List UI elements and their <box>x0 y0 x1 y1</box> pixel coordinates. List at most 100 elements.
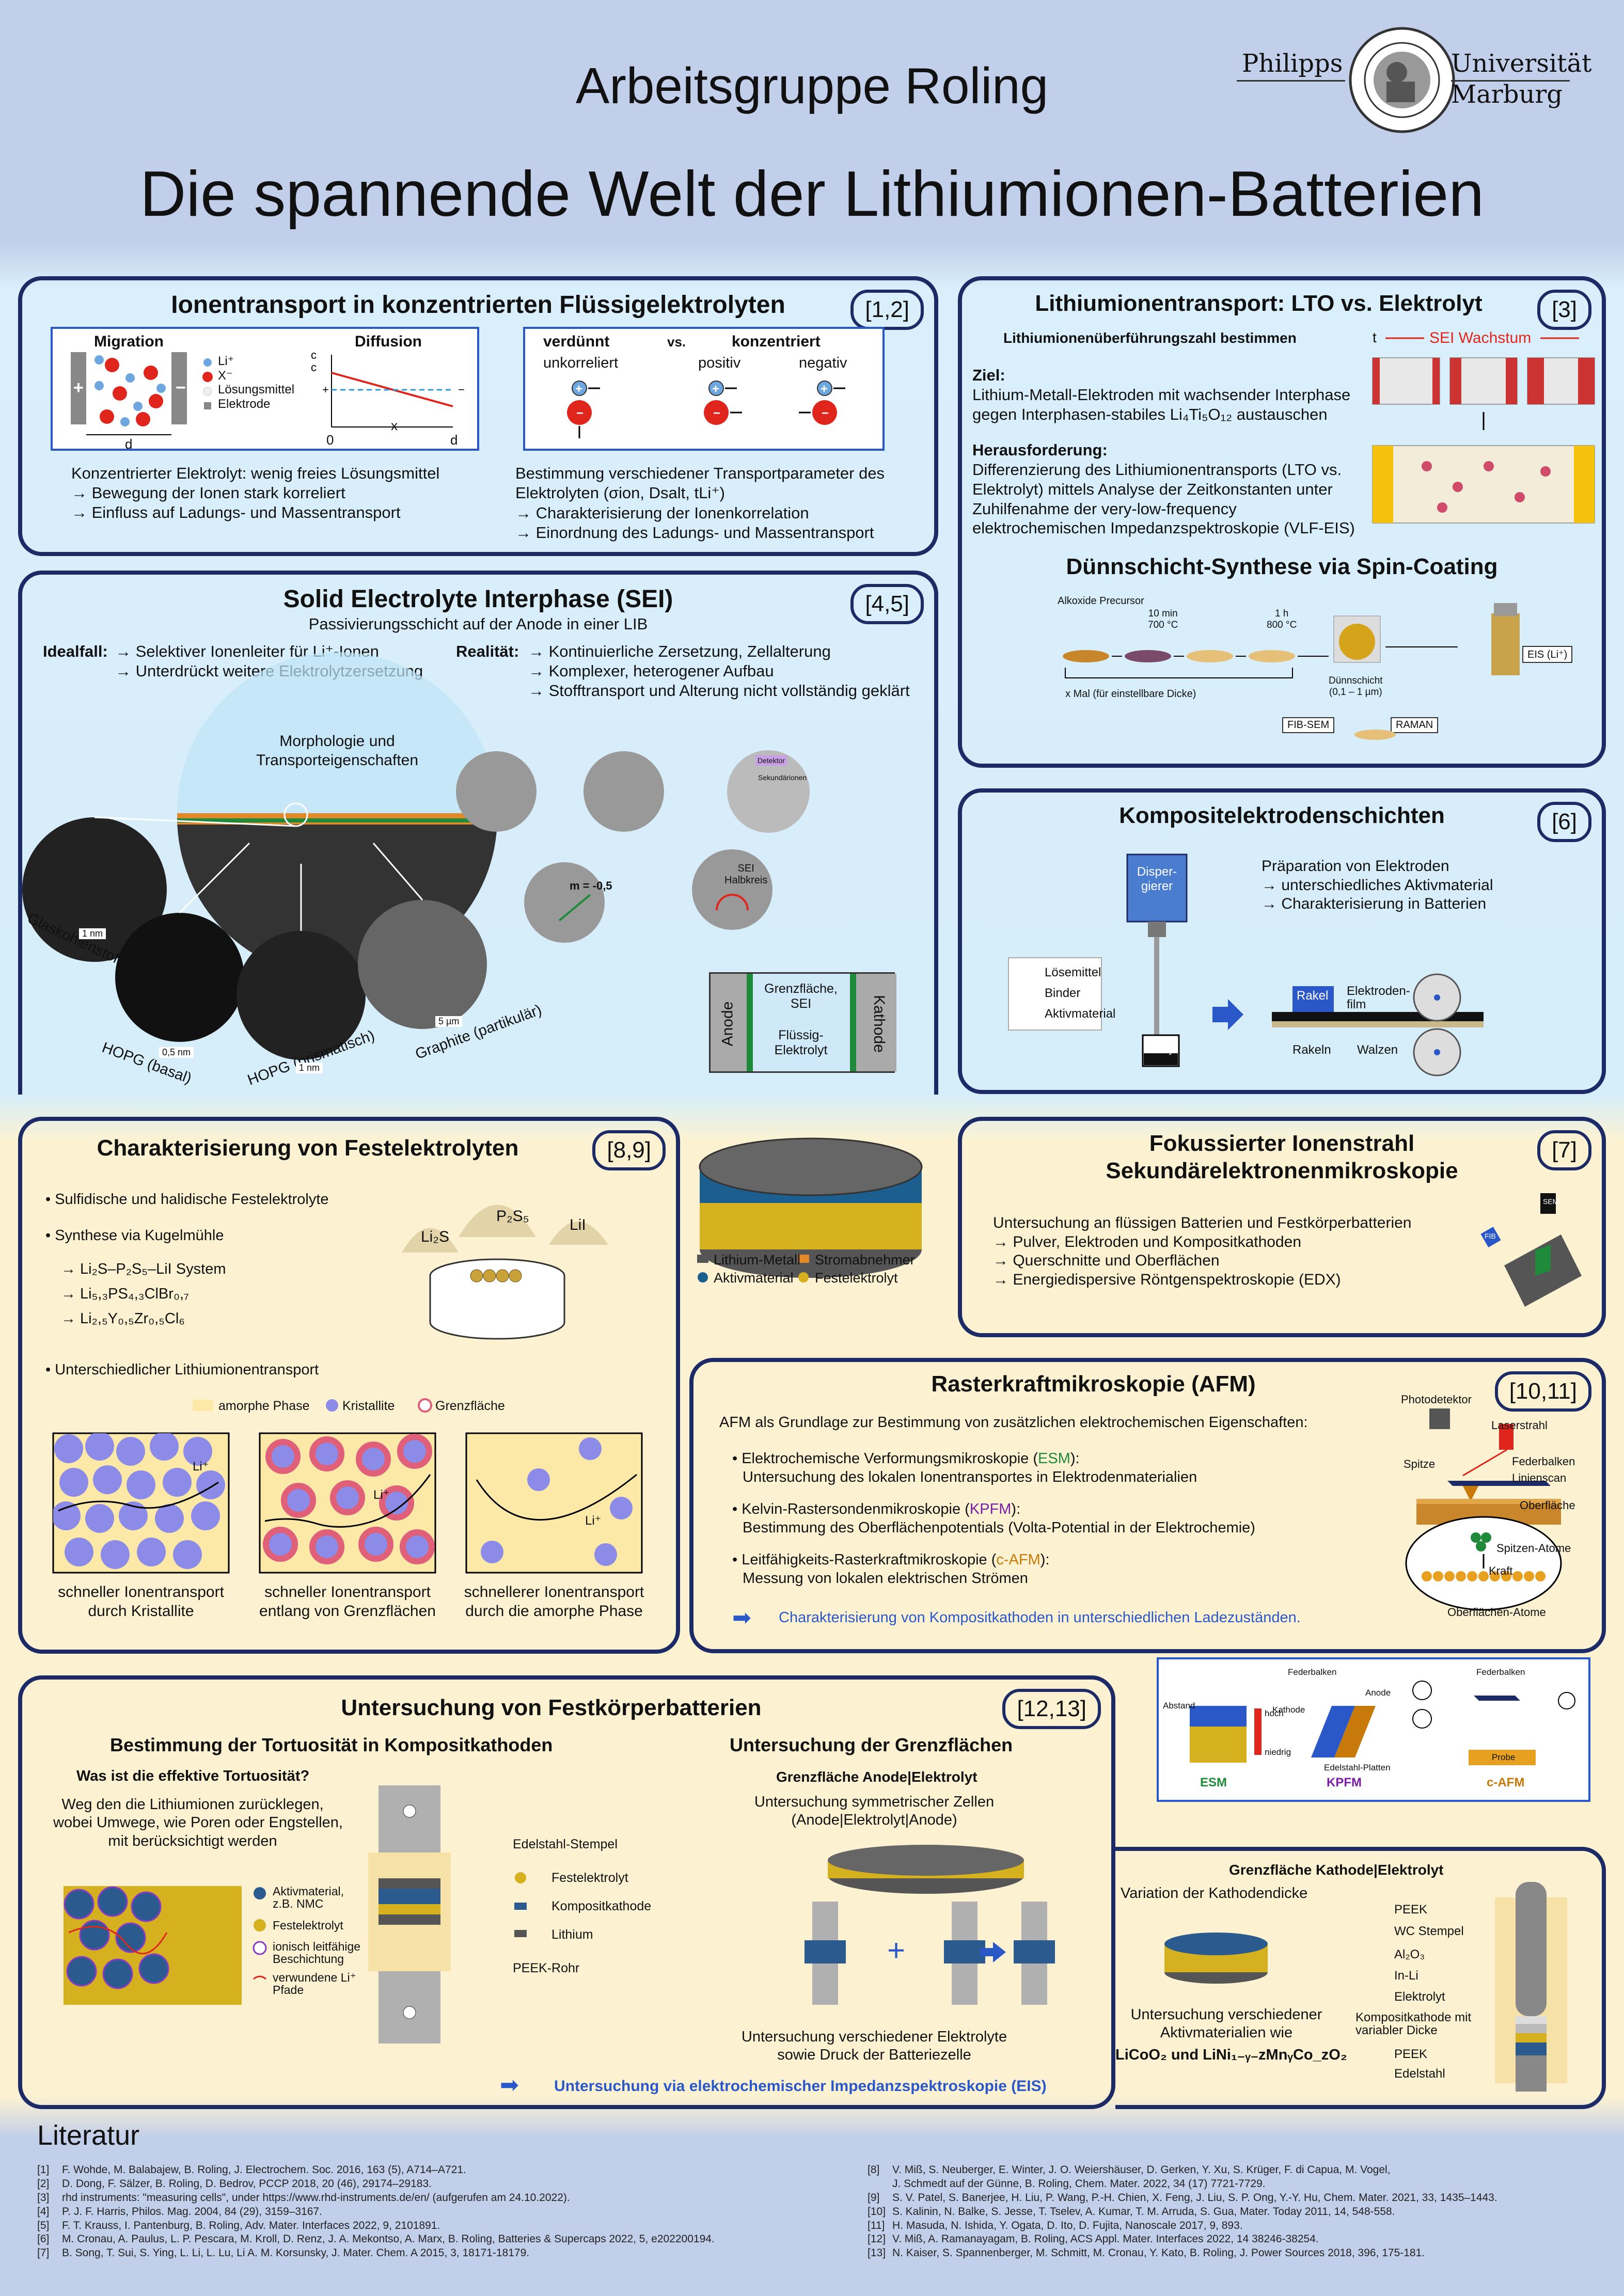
reference-12: [12]V. Miß, A. Ramanayagam, B. Roling, A… <box>868 2233 1319 2245</box>
afm-modes-figure: Abstand hoch niedrig Kathode Federbalken… <box>1157 1657 1590 1802</box>
active-materials-formula: LiCoO₂ und LiNi₁₋ᵧ₋zMnᵧCo_zO₂ <box>1115 2047 1347 2063</box>
stack-wc: WC Stempel <box>1394 1924 1464 1938</box>
diffusion-label: Diffusion <box>355 333 422 350</box>
reference-7: [7]B. Song, T. Sui, S. Ying, L. Li, L. L… <box>37 2247 530 2259</box>
scale-1: 1 nm <box>79 928 106 939</box>
photodetector-label: Photodetektor <box>1401 1393 1472 1406</box>
slope-label: m = -0,5 <box>570 879 612 892</box>
caption-3: schnellerer Ionentransport durch die amo… <box>464 1584 644 1620</box>
correlation-figure: verdünnt vs. konzentriert unkorreliert p… <box>523 327 885 451</box>
svg-text:c: c <box>311 349 317 361</box>
ziel-label: Ziel: <box>972 366 1005 384</box>
box-1-crystals <box>53 1433 229 1573</box>
probe-label: Probe <box>1492 1752 1516 1762</box>
kpfm-mode-label: KPFM <box>1327 1776 1362 1790</box>
eis-badge: EIS (Li⁺) <box>1522 646 1573 663</box>
legend-electrode: Elektrode <box>218 397 271 411</box>
li-label-3: Li⁺ <box>585 1514 602 1528</box>
panel-lto: Lithiumionentransport: LTO vs. Elektroly… <box>958 276 1606 768</box>
secondary-ions-label: Sekundärionen <box>758 773 807 782</box>
stack-al2o3: Al₂O₃ <box>1394 1947 1425 1961</box>
panel-title: Kompositelektrodenschichten <box>1119 803 1445 828</box>
svg-text:+: + <box>322 383 329 396</box>
stack-peek-top: PEEK <box>1394 1903 1428 1917</box>
arrow-icon: ➡ <box>732 1605 751 1630</box>
svg-text:+: + <box>821 382 828 396</box>
panel-title: Charakterisierung von Festelektrolyten <box>97 1135 519 1161</box>
panel-title: Solid Electrolyte Interphase (SEI) <box>283 585 673 613</box>
cathode-disk-figure <box>1164 1933 1268 1984</box>
active-material-label: Aktivmaterial <box>1045 1007 1116 1021</box>
press-legend-composite: Kompositkathode <box>551 1899 652 1913</box>
spin-coating-title: Dünnschicht-Synthese via Spin-Coating <box>1066 554 1498 579</box>
li-label-1: Li⁺ <box>193 1460 209 1474</box>
morphology-label: Morphologie und Transporteigenschaften <box>256 733 419 769</box>
tip-label: Spitze <box>1404 1458 1436 1470</box>
cafm-highlight: c-AFM <box>996 1551 1040 1568</box>
tortuosity-definition: Weg den die Lithiumionen zurücklegen, wo… <box>53 1796 343 1849</box>
diffusion-d-label: d <box>450 432 458 448</box>
university-logo: Philipps Universität Marburg <box>1237 26 1591 145</box>
challenge-label: Herausforderung: <box>972 441 1108 459</box>
esm-highlight: ESM <box>1038 1450 1070 1467</box>
scale-3: 1 nm <box>296 1063 323 1073</box>
high-label: hoch <box>1265 1708 1284 1718</box>
esm-mode-label: ESM <box>1200 1776 1227 1790</box>
reference-1: [1]F. Wohde, M. Balabajew, B. Roling, J.… <box>37 2164 466 2176</box>
reference-13: [13]N. Kaiser, S. Spannenberger, M. Schm… <box>868 2247 1425 2259</box>
stamp-label: Edelstahl-Stempel <box>513 1837 618 1851</box>
active-materials-text: Untersuchung verschiedener Aktivmaterial… <box>1130 2006 1322 2041</box>
panel-sei: Solid Electrolyte Interphase (SEI) Passi… <box>18 571 938 1095</box>
anode-interface-heading: Grenzfläche Anode|Elektrolyt <box>776 1769 977 1785</box>
right-description-1: Bestimmung verschiedener Transportparame… <box>515 464 885 482</box>
panel-title: Rasterkraftmikroskopie (AFM) <box>931 1371 1256 1397</box>
rakeln-label: Rakeln <box>1292 1043 1331 1057</box>
cathode-stack-figure <box>1495 1882 1567 2092</box>
fib-label: FIB <box>1485 1232 1496 1240</box>
diffusion-zero-label: 0 <box>326 432 334 448</box>
reference-6: [6]M. Cronau, A. Paulus, L. P. Pescara, … <box>37 2233 715 2245</box>
reference-badge: [3] <box>1537 290 1591 330</box>
cathode-interface-heading: Grenzfläche Kathode|Elektrolyt <box>1229 1862 1444 1878</box>
bullet-sulfidic: • Sulfidische und halidische Festelektro… <box>45 1191 329 1208</box>
lto-subtitle: Lithiumionenüberführungszahl bestimmen <box>1003 330 1297 346</box>
legend-paths: verwundene Li⁺ Pfade <box>273 1971 356 1997</box>
stack-electrolyte: Elektrolyt <box>1394 1990 1445 2004</box>
cafm-mode-label: c-AFM <box>1487 1776 1525 1790</box>
right-description-2: Elektrolyten (σion, Dsalt, tLi⁺) <box>515 484 725 502</box>
reference-3: [3]rhd instruments: "measuring cells", u… <box>37 2191 570 2204</box>
force-label: Kraft <box>1489 1564 1513 1577</box>
cafm-cantilever-label: Federbalken <box>1476 1667 1525 1677</box>
stack-steel: Edelstahl <box>1394 2067 1445 2081</box>
left-description: Konzentrierter Elektrolyt: wenig freies … <box>71 464 440 521</box>
kpfm-cathode-label: Kathode <box>1272 1705 1305 1715</box>
sei-growth-label: SEI Wachstum <box>1429 329 1532 346</box>
legend-li: Li⁺ <box>218 354 234 368</box>
solid-cell-figure: Lithium-Metall Stromabnehmer Aktivmateri… <box>682 1123 940 1319</box>
seal-icon <box>1349 27 1455 133</box>
slurry-label: Slurry <box>1147 1044 1174 1055</box>
right-description-3: → Charakterisierung der Ionenkorrelation… <box>515 504 874 542</box>
interfaces-heading: Untersuchung der Grenzflächen <box>730 1734 1013 1755</box>
kpfm-highlight: KPFM <box>969 1501 1012 1517</box>
sem-label: SEM <box>1543 1197 1559 1206</box>
time-label: t <box>1373 329 1377 345</box>
legend-solid-electrolyte: Festelektrolyt <box>273 1919 343 1932</box>
legend-crystallite: Kristallite <box>342 1399 395 1413</box>
panel-title: Ionentransport in konzentrierten Flüssig… <box>171 291 785 319</box>
fib-sem-text: Untersuchung an flüssigen Batterien und … <box>993 1214 1412 1288</box>
reference-badge: [6] <box>1537 802 1591 842</box>
svg-text:c: c <box>311 361 317 374</box>
unkorreliert-label: unkorreliert <box>543 355 619 371</box>
diffusion-x-label: x <box>391 418 398 433</box>
raman-badge: RAMAN <box>1391 717 1439 733</box>
system-1: → Li₂S–P₂S₅–LiI System <box>61 1261 226 1277</box>
kpfm-desc: Bestimmung des Oberflächenpotentials (Vo… <box>743 1519 1255 1536</box>
cafm-item: • Leitfähigkeits-Rasterkraftmikroskopie … <box>732 1551 1050 1568</box>
tortuosity-question: Was ist die effektive Tortuosität? <box>76 1768 310 1784</box>
svg-text:−: − <box>576 406 584 420</box>
steel-plates-label: Edelstahl-Platten <box>1324 1763 1391 1772</box>
fib-sem-badge: FIB-SEM <box>1282 717 1335 733</box>
solvent-label: Lösemittel <box>1045 965 1101 979</box>
